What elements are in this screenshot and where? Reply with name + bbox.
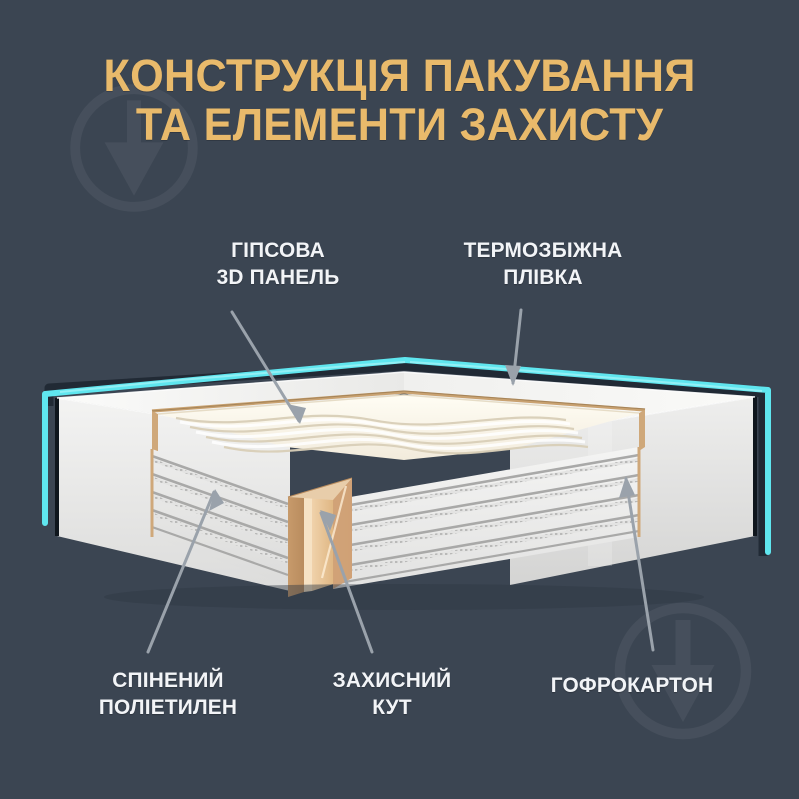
foam-polyethylene-stack-right	[332, 447, 641, 589]
leader-line-carton	[624, 477, 655, 652]
leader-line-corner	[319, 511, 374, 654]
callout-corner-line-1: ЗАХИСНИЙ	[332, 668, 452, 692]
callout-arrowheads	[209, 365, 635, 531]
carton-kraft-liner-edge	[151, 390, 646, 452]
arrowhead-gypsum	[287, 404, 306, 424]
callout-label-shrink-film: ТЕРМОЗБІЖНА ПЛІВКА	[446, 237, 640, 291]
box-ground-shadow	[104, 584, 704, 610]
callout-gypsum-line-2: 3D ПАНЕЛЬ	[216, 264, 340, 289]
arrowhead-corner	[320, 510, 336, 531]
callout-film-line-1: ТЕРМОЗБІЖНА	[463, 238, 623, 262]
foam-polyethylene-stack-left	[150, 449, 289, 585]
page-title-line-2: ТА ЕЛЕМЕНТИ ЗАХИСТУ	[135, 98, 664, 150]
callout-carton-line-1: ГОФРОКАРТОН	[550, 673, 714, 697]
callout-label-gypsum-panel: ГІПСОВА 3D ПАНЕЛЬ	[181, 237, 375, 291]
arrowhead-foam	[209, 489, 224, 511]
shrink-film-outline	[42, 357, 771, 556]
callout-foam-line-1: СПІНЕНИЙ	[112, 668, 224, 692]
arrowhead-carton	[619, 476, 635, 498]
arrowhead-film	[505, 365, 521, 386]
page-title-line-1: КОНСТРУКЦІЯ ПАКУВАННЯ	[103, 50, 696, 101]
callout-foam-line-2: ПОЛІЕТИЛЕН	[98, 694, 238, 719]
callout-label-corrugated-carton: ГОФРОКАРТОН	[535, 672, 729, 699]
page-title: КОНСТРУКЦІЯ ПАКУВАННЯ ТА ЕЛЕМЕНТИ ЗАХИСТ…	[16, 50, 783, 150]
callout-label-protective-corner: ЗАХИСНИЙ КУТ	[314, 667, 469, 721]
leader-line-gypsum	[230, 310, 301, 423]
protective-corner-profile	[287, 477, 353, 597]
callout-film-line-2: ПЛІВКА	[503, 264, 583, 289]
callout-corner-line-2: КУТ	[372, 694, 412, 719]
callout-label-foam-polyethylene: СПІНЕНИЙ ПОЛІЕТИЛЕН	[71, 667, 265, 721]
callout-gypsum-line-1: ГІПСОВА	[231, 238, 325, 262]
callout-leader-lines	[146, 308, 655, 654]
gypsum-3d-panel-top	[157, 394, 640, 460]
leader-line-foam	[146, 490, 216, 654]
